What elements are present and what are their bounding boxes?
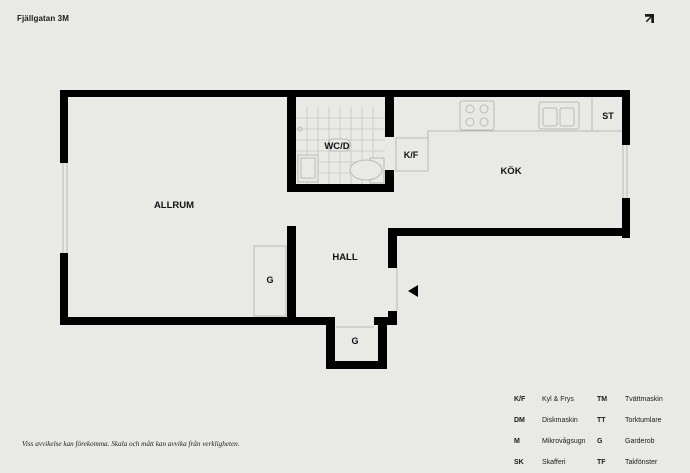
fixture-label-st: ST [602,111,614,121]
brand-logo-icon [645,14,654,23]
legend-abbr: SK [514,459,524,466]
room-label-allrum: ALLRUM [154,200,194,211]
room-label-wcd: WC/D [324,141,349,152]
legend-text: Skafferi [542,459,566,466]
legend-row: M Mikrovågsugn G Garderob [514,431,684,452]
room-label-hall: HALL [332,252,358,263]
legend-text: Kyl & Frys [542,396,574,403]
legend-text: Torktumlare [625,417,662,424]
page-title: Fjällgatan 3M [17,14,69,23]
legend-abbr: TT [597,417,606,424]
disclaimer-text: Viss avvikelse kan förekomma. Skala och … [22,440,240,448]
fixture-label-kf: K/F [404,150,419,160]
legend-abbr: G [597,438,603,445]
legend-abbr: DM [514,417,525,424]
legend-abbr: K/F [514,396,526,403]
floor-plan: ALLRUM WC/D KÖK HALL K/F ST G G [60,90,630,369]
room-label-kok: KÖK [500,166,521,177]
entrance-arrow-icon [408,285,418,297]
legend-text: Tvättmaskin [625,396,663,403]
legend-abbr: TF [597,459,606,466]
legend-row: DM Diskmaskin TT Torktumlare [514,410,684,431]
wardrobe-label-allrum: G [266,275,273,285]
legend-row: K/F Kyl & Frys TM Tvättmaskin [514,389,684,410]
legend-abbr: TM [597,396,608,403]
wardrobe-label-hall: G [351,336,358,346]
legend-text: Mikrovågsugn [542,438,586,445]
legend-row: SK Skafferi TF Takfönster [514,452,684,473]
legend-abbr: M [514,438,520,445]
legend-text: Takfönster [625,459,658,466]
legend-text: Diskmaskin [542,417,578,424]
legend-text: Garderob [625,438,655,445]
legend: K/F Kyl & Frys TM Tvättmaskin DM Diskmas… [514,389,684,473]
